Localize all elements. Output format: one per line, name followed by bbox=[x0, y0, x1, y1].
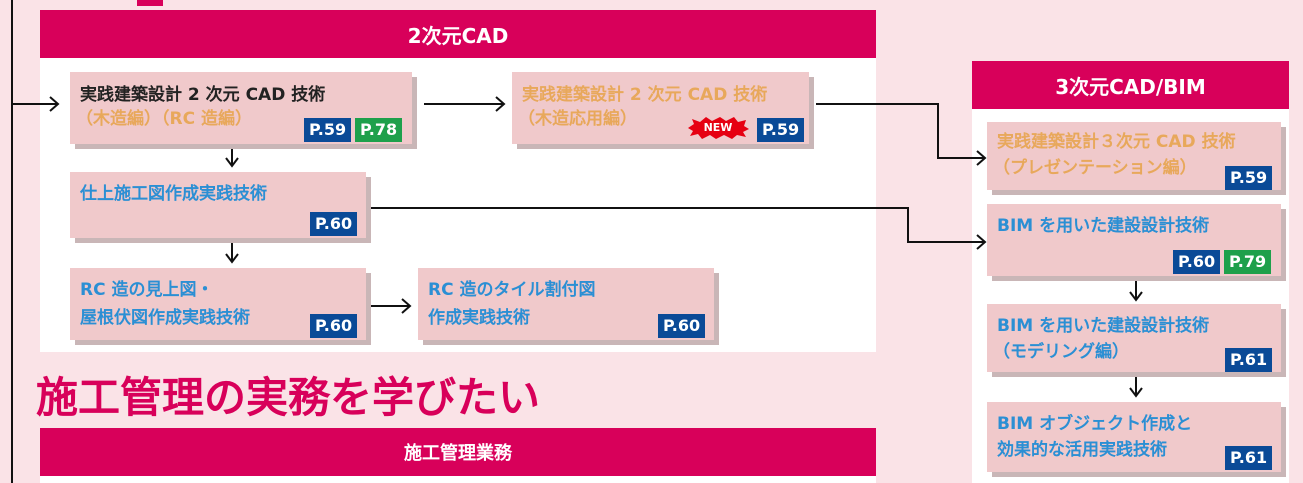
course-subtitle: 効果的な活用実践技術 bbox=[997, 440, 1167, 460]
page-ref[interactable]: P.60 bbox=[310, 314, 358, 338]
course-title: BIM オブジェクト作成と bbox=[997, 414, 1193, 434]
course-title: 仕上施工図作成実践技術 bbox=[80, 184, 267, 204]
page-ref[interactable]: P.59 bbox=[304, 118, 352, 142]
course-subtitle: （木造応用編） bbox=[518, 109, 637, 129]
new-badge-icon bbox=[688, 117, 749, 139]
course-subtitle: 作成実践技術 bbox=[428, 308, 530, 328]
course-card-bim-design[interactable]: BIM を用いた建設設計技術 P.60 P.79 bbox=[987, 204, 1281, 276]
course-card-rc-tile-layout[interactable]: RC 造のタイル割付図 作成実践技術 P.60 bbox=[418, 268, 714, 340]
course-subtitle: （モデリング編） bbox=[993, 342, 1129, 362]
partial-heading-glyph bbox=[137, 0, 163, 6]
page-ref[interactable]: P.59 bbox=[757, 118, 805, 142]
course-title: BIM を用いた建設設計技術 bbox=[997, 316, 1210, 336]
course-title: 実践建築設計 2 次元 CAD 技術 bbox=[80, 85, 326, 105]
course-card-2d-cad-basic[interactable]: 実践建築設計 2 次元 CAD 技術 （木造編）（RC 造編） P.59 P.7… bbox=[70, 72, 412, 144]
course-title: BIM を用いた建設設計技術 bbox=[997, 216, 1210, 236]
section-title-2d-cad: 2次元CAD bbox=[40, 10, 876, 58]
course-subtitle: （プレゼンテーション編） bbox=[993, 158, 1197, 178]
page-ref[interactable]: P.79 bbox=[1224, 250, 1272, 274]
page-ref[interactable]: P.59 bbox=[1225, 166, 1273, 190]
construction-heading: 施工管理の実務を学びたい bbox=[36, 373, 541, 422]
course-card-bim-modeling[interactable]: BIM を用いた建設設計技術 （モデリング編） P.61 bbox=[987, 304, 1281, 372]
course-card-finish-drawing[interactable]: 仕上施工図作成実践技術 P.60 bbox=[70, 172, 366, 238]
page-ref[interactable]: P.60 bbox=[1173, 250, 1221, 274]
course-title: 実践建築設計 2 次元 CAD 技術 bbox=[522, 85, 768, 105]
course-title: RC 造の見上図・ bbox=[80, 280, 214, 300]
course-subtitle: 屋根伏図作成実践技術 bbox=[80, 308, 250, 328]
section-title-3d-cad-bim: 3次元CAD/BIM bbox=[972, 61, 1289, 109]
page-ref[interactable]: P.60 bbox=[310, 212, 358, 236]
course-subtitle: （木造編）（RC 造編） bbox=[76, 109, 252, 129]
page-ref[interactable]: P.78 bbox=[355, 118, 403, 142]
panel-construction bbox=[40, 475, 876, 483]
course-card-bim-object[interactable]: BIM オブジェクト作成と 効果的な活用実践技術 P.61 bbox=[987, 402, 1281, 472]
course-card-3d-cad-presentation[interactable]: 実践建築設計３次元 CAD 技術 （プレゼンテーション編） P.59 bbox=[987, 122, 1281, 190]
course-title: RC 造のタイル割付図 bbox=[428, 280, 596, 300]
section-title-construction: 施工管理業務 bbox=[40, 428, 876, 476]
new-badge-label: NEW bbox=[703, 121, 733, 134]
page-ref[interactable]: P.61 bbox=[1225, 446, 1273, 470]
page-ref[interactable]: P.60 bbox=[658, 314, 706, 338]
course-card-2d-cad-applied[interactable]: 実践建築設計 2 次元 CAD 技術 （木造応用編） NEW P.59 bbox=[512, 72, 809, 144]
course-card-rc-ceiling-roof[interactable]: RC 造の見上図・ 屋根伏図作成実践技術 P.60 bbox=[70, 268, 366, 340]
course-title: 実践建築設計３次元 CAD 技術 bbox=[997, 132, 1236, 152]
page-ref[interactable]: P.61 bbox=[1225, 348, 1273, 372]
